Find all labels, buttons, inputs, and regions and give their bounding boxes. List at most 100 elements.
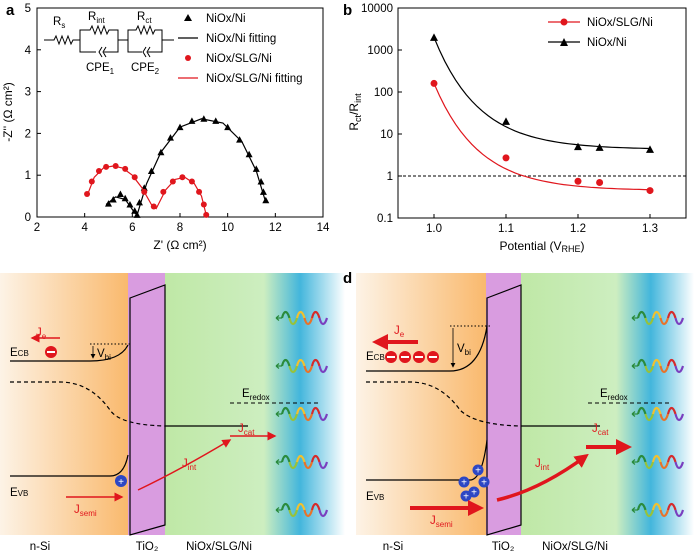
d-electron-minus bbox=[415, 356, 423, 358]
d-light-waves bbox=[631, 310, 685, 518]
wave-arrowhead bbox=[275, 459, 282, 465]
wave-segment bbox=[636, 406, 647, 415]
panel-a-data bbox=[84, 115, 270, 218]
d-hole bbox=[460, 490, 472, 502]
a-point-triangle bbox=[259, 188, 267, 195]
d-electron-minus bbox=[387, 356, 395, 358]
circuit-rint: Rint bbox=[88, 11, 106, 25]
wave-segment bbox=[288, 509, 299, 518]
d-vbi-label: Vbi bbox=[457, 343, 471, 357]
wave-segment bbox=[303, 365, 314, 374]
light-wave bbox=[631, 502, 685, 518]
c-jint-arrow bbox=[137, 439, 232, 491]
wave-segment bbox=[295, 406, 306, 415]
a-ytick-label: 1 bbox=[25, 170, 31, 182]
a-xtick-label: 10 bbox=[221, 222, 234, 234]
wave-segment bbox=[310, 358, 321, 367]
d-evb-label: EVB bbox=[366, 491, 384, 503]
b-ytick-label: 1 bbox=[387, 171, 393, 183]
panel-b-xlabel: Potential (VRHE) bbox=[499, 239, 584, 254]
wave-arrowhead bbox=[275, 411, 282, 417]
wave-segment bbox=[280, 310, 291, 319]
a-point-triangle bbox=[147, 167, 155, 175]
circuit-cpe2: CPE2 bbox=[131, 62, 160, 76]
wave-segment bbox=[288, 317, 299, 326]
d-ecb-label: ECB bbox=[366, 351, 385, 363]
c-si-region bbox=[0, 273, 128, 535]
wave-segment bbox=[651, 310, 662, 319]
light-wave bbox=[275, 454, 329, 470]
panel-label-b: b bbox=[343, 2, 352, 19]
d-electrons bbox=[385, 351, 439, 363]
c-layer-tio2: TiO₂ bbox=[136, 541, 159, 553]
panel-a-xlabel: Z' (Ω cm²) bbox=[153, 238, 206, 252]
c-layer-si: n-Si bbox=[30, 541, 50, 553]
panel-a-legend: NiOx/Ni NiOx/Ni fitting NiOx/SLG/Ni NiOx… bbox=[178, 13, 303, 85]
d-layer-si: n-Si bbox=[383, 541, 403, 553]
c-tio2-region bbox=[128, 273, 165, 535]
c-jsemi-label: Jsemi bbox=[74, 504, 97, 518]
wave-segment bbox=[318, 365, 329, 374]
c-jint-label: Jint bbox=[182, 458, 197, 472]
b-point-triangle bbox=[502, 117, 510, 125]
b-point-triangle bbox=[430, 33, 438, 41]
wave-arrowhead bbox=[275, 363, 282, 369]
b-ytick-label: 0.1 bbox=[377, 213, 393, 225]
panel-d-diagram: +++++ Je Vbi ECB EVB Eredox Jcat Jint Js… bbox=[356, 273, 694, 553]
circuit-rct: Rct bbox=[137, 11, 152, 25]
wave-segment bbox=[318, 461, 329, 470]
wave-segment bbox=[644, 509, 655, 518]
wave-segment bbox=[666, 454, 677, 463]
a-point-circle bbox=[95, 168, 102, 175]
b-ytick-label: 100 bbox=[374, 87, 393, 99]
c-tio2-barrier bbox=[129, 284, 166, 536]
b-point-triangle bbox=[595, 143, 604, 151]
a-ytick-label: 4 bbox=[25, 45, 32, 57]
wave-segment bbox=[280, 454, 291, 463]
legend-b-triangle bbox=[560, 38, 568, 46]
a-xtick-label: 2 bbox=[34, 222, 40, 234]
b-xtick-label: 1.2 bbox=[570, 223, 586, 235]
wave-segment bbox=[318, 509, 329, 518]
a-xtick-label: 14 bbox=[317, 222, 330, 234]
wave-segment bbox=[651, 502, 662, 511]
wave-segment bbox=[674, 365, 685, 374]
wave-segment bbox=[674, 317, 685, 326]
wave-segment bbox=[303, 317, 314, 326]
c-je-label: Je bbox=[36, 327, 47, 341]
wave-arrowhead bbox=[631, 507, 638, 513]
d-fermi-level bbox=[366, 381, 522, 427]
d-holes: +++++ bbox=[458, 464, 490, 503]
wave-segment bbox=[280, 406, 291, 415]
wave-arrowhead bbox=[275, 315, 282, 321]
d-electrolyte-region bbox=[521, 273, 694, 535]
wave-segment bbox=[310, 454, 321, 463]
wave-segment bbox=[636, 454, 647, 463]
d-eredox-label: Eredox bbox=[600, 388, 628, 402]
legend-red-circle-marker bbox=[185, 55, 191, 61]
wave-segment bbox=[288, 413, 299, 422]
wave-segment bbox=[295, 454, 306, 463]
wave-segment bbox=[310, 502, 321, 511]
a-point-triangle bbox=[116, 190, 124, 198]
light-wave bbox=[631, 406, 685, 422]
wave-segment bbox=[659, 365, 670, 374]
a-ytick-label: 0 bbox=[25, 212, 31, 224]
c-vbi-label: Vbi bbox=[97, 348, 111, 362]
panel-b-frame bbox=[397, 7, 687, 219]
d-hole bbox=[458, 476, 470, 488]
wave-segment bbox=[674, 413, 685, 422]
a-point-triangle bbox=[262, 196, 270, 204]
light-wave bbox=[631, 454, 685, 470]
wave-segment bbox=[644, 413, 655, 422]
c-jcat-label: Jcat bbox=[238, 423, 255, 437]
b-fit-line-0 bbox=[433, 83, 651, 191]
wave-segment bbox=[295, 310, 306, 319]
wave-segment bbox=[303, 413, 314, 422]
c-layer-catalyst: NiOx/SLG/Ni bbox=[186, 541, 252, 553]
d-electron-minus bbox=[429, 356, 437, 358]
c-light-waves bbox=[275, 310, 329, 518]
b-point-circle bbox=[502, 154, 510, 162]
d-je-label: Je bbox=[394, 325, 405, 339]
